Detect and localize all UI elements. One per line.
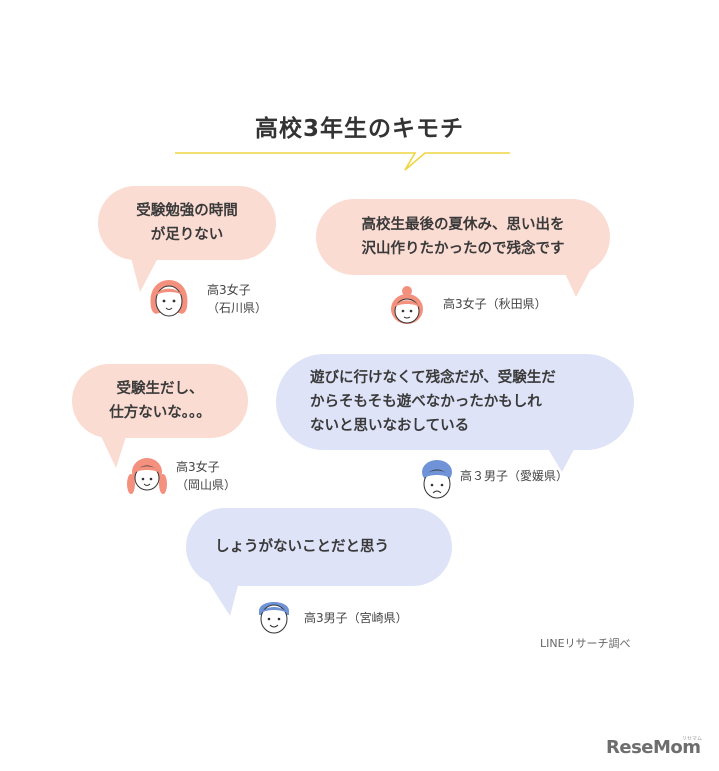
person-label: 高3女子 （石川県） [207, 283, 268, 315]
resemom-logo: ReseMom [606, 737, 701, 758]
person-label: 高3男子（宮崎県） [304, 611, 408, 625]
speech-bubble [72, 364, 248, 468]
boy-happy-icon [259, 602, 289, 634]
comment-text: 遊びに行けなくて残念だが、受験生だ からそもそも遊べなかったかもしれ ないと思い… [310, 370, 556, 434]
girl-short-hair-icon [150, 280, 188, 317]
comment-text: 受験勉強の時間 が足りない [136, 203, 238, 243]
girl-bun-hair-icon [391, 286, 423, 324]
speech-bubble [186, 508, 452, 616]
speech-bubble [276, 354, 634, 472]
person-label: 高3女子（秋田県） [443, 297, 547, 311]
speech-bubble [316, 199, 610, 297]
person-label: 高３男子（愛媛県） [460, 469, 569, 483]
source-note: LINEリサーチ調べ [540, 637, 631, 650]
comment-text: しょうがないことだと思う [215, 539, 389, 555]
speech-bubble [98, 186, 276, 292]
person-label: 高3女子 （岡山県） [176, 460, 237, 492]
comment-text: 受験生だし、 仕方ないな。。。 [109, 381, 211, 421]
title-underline [175, 152, 510, 171]
resemom-logo-sub: リセマム [682, 736, 703, 742]
girl-pigtails-icon [127, 458, 167, 494]
comment-text: 高校生最後の夏休み、思い出を 沢山作りたかったので残念です [361, 217, 565, 257]
boy-sad-icon [422, 460, 452, 499]
page-title: 高校3年生のキモチ [254, 116, 464, 142]
